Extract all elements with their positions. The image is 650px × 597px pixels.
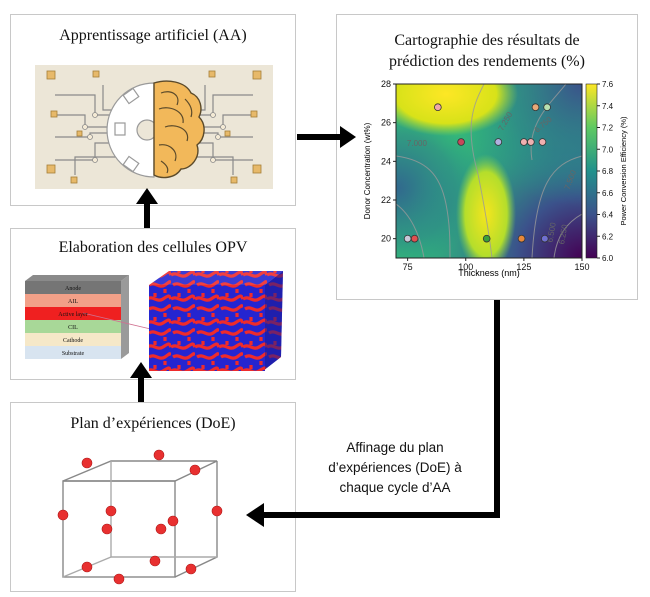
opv-panel: Elaboration des cellules OPV Anode AIL A… [10,228,296,380]
arrow-ml-to-map-head [340,126,356,148]
colorbar-tick-label: 7.4 [602,102,614,111]
y-tick-label: 20 [381,234,391,244]
refinement-note: Affinage du plan d’expériences (DoE) à c… [300,438,490,498]
colorbar-tick-label: 6.4 [602,211,614,220]
arrow-feedback-vertical [494,300,500,518]
colorbar-tick-label: 7.6 [602,80,614,89]
y-tick-label: 28 [381,79,391,89]
x-tick-label: 150 [574,262,589,272]
x-axis-label: Thickness (nm) [458,268,520,278]
refinement-note-line1: Affinage du plan [346,440,444,455]
x-tick-label: 100 [458,262,473,272]
y-tick-label: 24 [381,156,391,166]
data-point-0 [434,103,442,111]
opv-layer-stack: Anode AIL Active layer CIL Cathode Subst… [25,275,160,359]
data-point-11 [517,234,526,243]
arrow-opv-to-ml-shaft [144,202,150,228]
arrow-feedback-horizontal [262,512,500,518]
arrow-opv-to-ml-head [136,188,158,204]
data-point-9 [410,234,419,243]
y-tick-label: 22 [381,195,391,205]
colorbar-tick-label: 6.6 [602,189,614,198]
colorbar-tick-label: 6.8 [602,167,614,176]
doe-panel-title: Plan d’expériences (DoE) [70,415,236,432]
layer-label-active: Active layer [58,312,87,318]
contour-label: 6.500 [545,221,557,243]
refinement-note-line2: d’expériences (DoE) à [328,460,462,475]
colorbar-tick-label: 7.2 [602,124,614,133]
contour-label: 7.000 [407,139,428,148]
data-point-5 [538,138,547,146]
colorbar-tick-label: 6.0 [602,254,614,263]
opv-panel-title: Elaboration des cellules OPV [58,239,248,256]
data-point-7 [543,103,551,111]
bulk-heterojunction-cube [149,271,283,371]
arrow-ml-to-map-shaft [297,134,342,140]
data-point-2 [494,138,503,146]
layer-label-anode: Anode [65,286,81,292]
x-tick-label: 75 [403,262,413,272]
layer-label-ail: AIL [68,299,78,305]
arrow-doe-to-opv-shaft [138,376,144,402]
arrow-doe-to-opv-head [130,362,152,378]
contour-label: 6.250 [557,223,569,245]
ml-panel-title: Apprentissage artificiel (AA) [59,27,247,44]
colorbar-label: Power Conversion Efficiency (%) [619,116,628,226]
layer-label-substrate: Substrate [62,351,85,357]
x-tick-label: 125 [516,262,531,272]
refinement-note-line3: chaque cycle d’AA [339,480,451,495]
data-point-1 [457,138,465,146]
map-panel-title-line1: Cartographie des résultats de [394,32,580,49]
y-axis-label: Donor Concentration (wt%) [363,122,372,219]
map-panel-title-line2: prédiction des rendements (%) [389,53,585,70]
data-point-10 [482,234,491,243]
ml-panel: Apprentissage artificiel (AA) [10,14,296,206]
colorbar-tick-label: 7.0 [602,145,614,154]
data-point-12 [541,234,549,243]
data-point-4 [527,138,535,146]
doe-panel: Plan d’expériences (DoE) [10,402,296,592]
layer-label-cathode: Cathode [63,338,83,344]
doe-cube-diagram [57,449,223,585]
y-tick-label: 26 [381,118,391,128]
layer-label-cil: CIL [68,325,78,331]
arrow-feedback-head [246,503,264,527]
colorbar-tick-label: 6.2 [602,232,614,241]
ai-brain-illustration [35,65,273,189]
data-point-6 [531,103,540,111]
